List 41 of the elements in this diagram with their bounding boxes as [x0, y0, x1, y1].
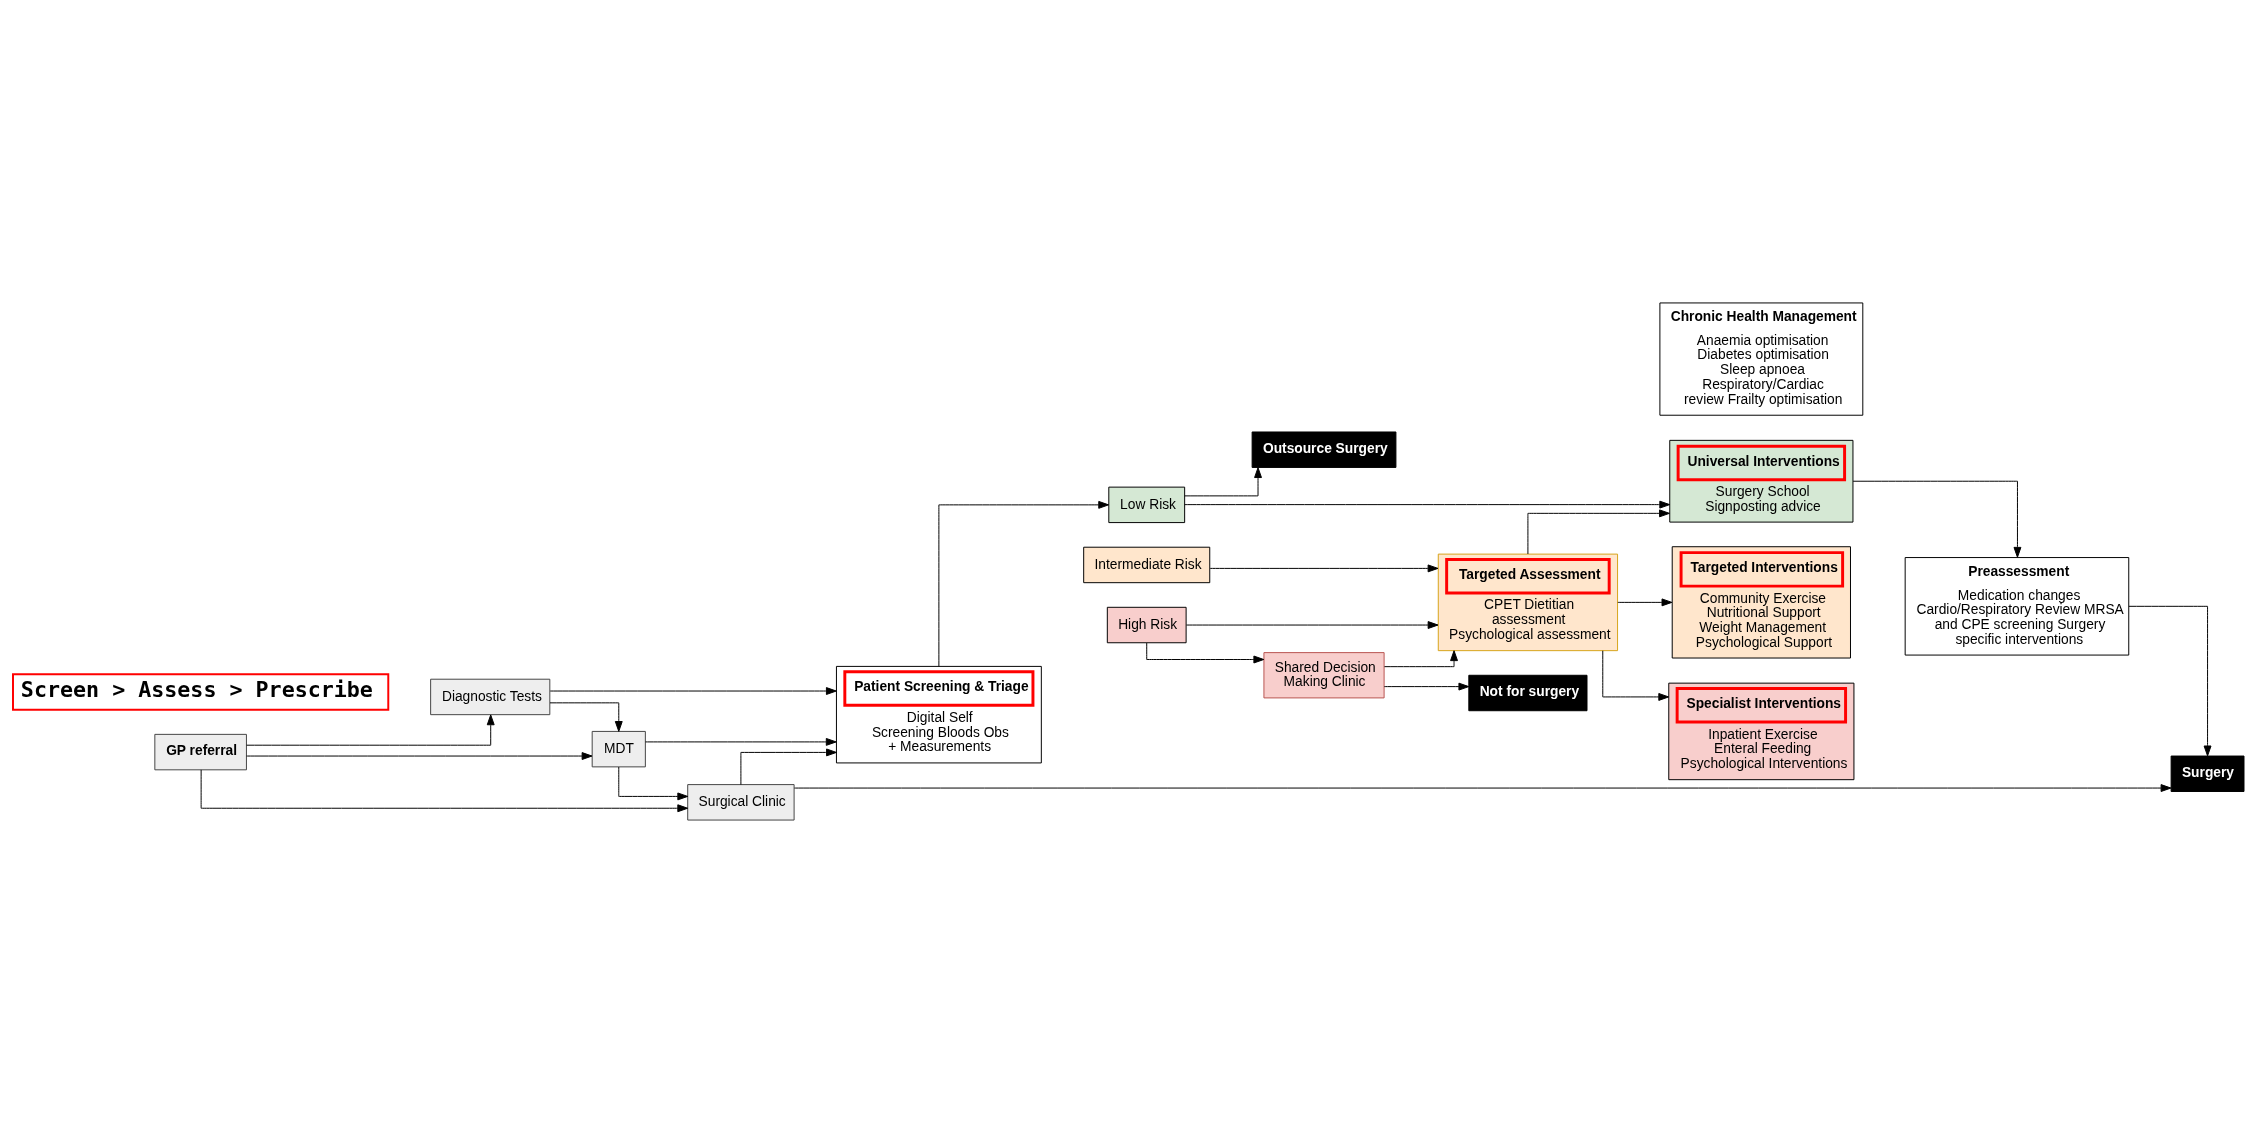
node-box: Diagnostic Tests [430, 678, 551, 715]
node-box: Preassessment Medication changes Cardio/Respiratory Review MRSA and CPE screening Surgery specific interventions [1904, 556, 2130, 656]
arrow [549, 686, 837, 695]
arrow [1617, 597, 1673, 606]
arrow [1602, 649, 1670, 701]
arrow [1184, 500, 1671, 509]
arrow [1383, 682, 1470, 691]
node-box: Not for surgery [1468, 674, 1588, 711]
node-box: Shared Decision Making Clinic [1263, 651, 1385, 698]
arrow [1185, 620, 1439, 629]
arrow [645, 737, 837, 746]
arrow [793, 783, 2172, 792]
arrow [246, 713, 495, 746]
arrow [1146, 642, 1265, 663]
node-box: Universal Interventions Surgery School Signposting advice [1669, 439, 1854, 523]
node-box: GP referral [154, 733, 247, 770]
node-box: Intermediate Risk [1083, 546, 1211, 583]
node-box: High Risk [1106, 606, 1187, 643]
arrow [1527, 508, 1670, 554]
node-box: Targeted Assessment CPET Dietitian assessment Psychological assessment [1437, 553, 1619, 651]
node-box: MDT [591, 730, 646, 767]
node-box: Outsource Surgery [1251, 431, 1397, 468]
label: Screen > Assess > Prescribe [20, 676, 373, 702]
node-box: Surgical Clinic [687, 783, 795, 821]
arrow [200, 768, 689, 812]
arrow [1383, 649, 1458, 667]
arrow [1852, 480, 2022, 558]
node-box: Specialist Interventions Inpatient Exercise Enteral Feeding Psychological Interventions [1668, 682, 1855, 780]
arrow [938, 500, 1110, 667]
arrow [549, 701, 623, 732]
arrow [246, 751, 593, 760]
arrow [2128, 605, 2212, 756]
node-box: Chronic Health Management Anaemia optimisation Diabetes optimisation Sleep apnoea Respiratory/Cardiac review Frailty optimisation [1659, 301, 1864, 416]
arrow [1209, 563, 1439, 572]
node-box: Low Risk [1108, 486, 1186, 523]
arrow [618, 766, 689, 800]
node-box: Surgery [2170, 755, 2245, 792]
arrow [740, 748, 837, 785]
arrow [1184, 466, 1262, 496]
node-box: Targeted Interventions Community Exercise Nutritional Support Weight Management Psychological Support [1671, 545, 1851, 658]
node-box: Patient Screening & Triage Digital Self Screening Bloods Obs + Measurements [835, 665, 1042, 763]
